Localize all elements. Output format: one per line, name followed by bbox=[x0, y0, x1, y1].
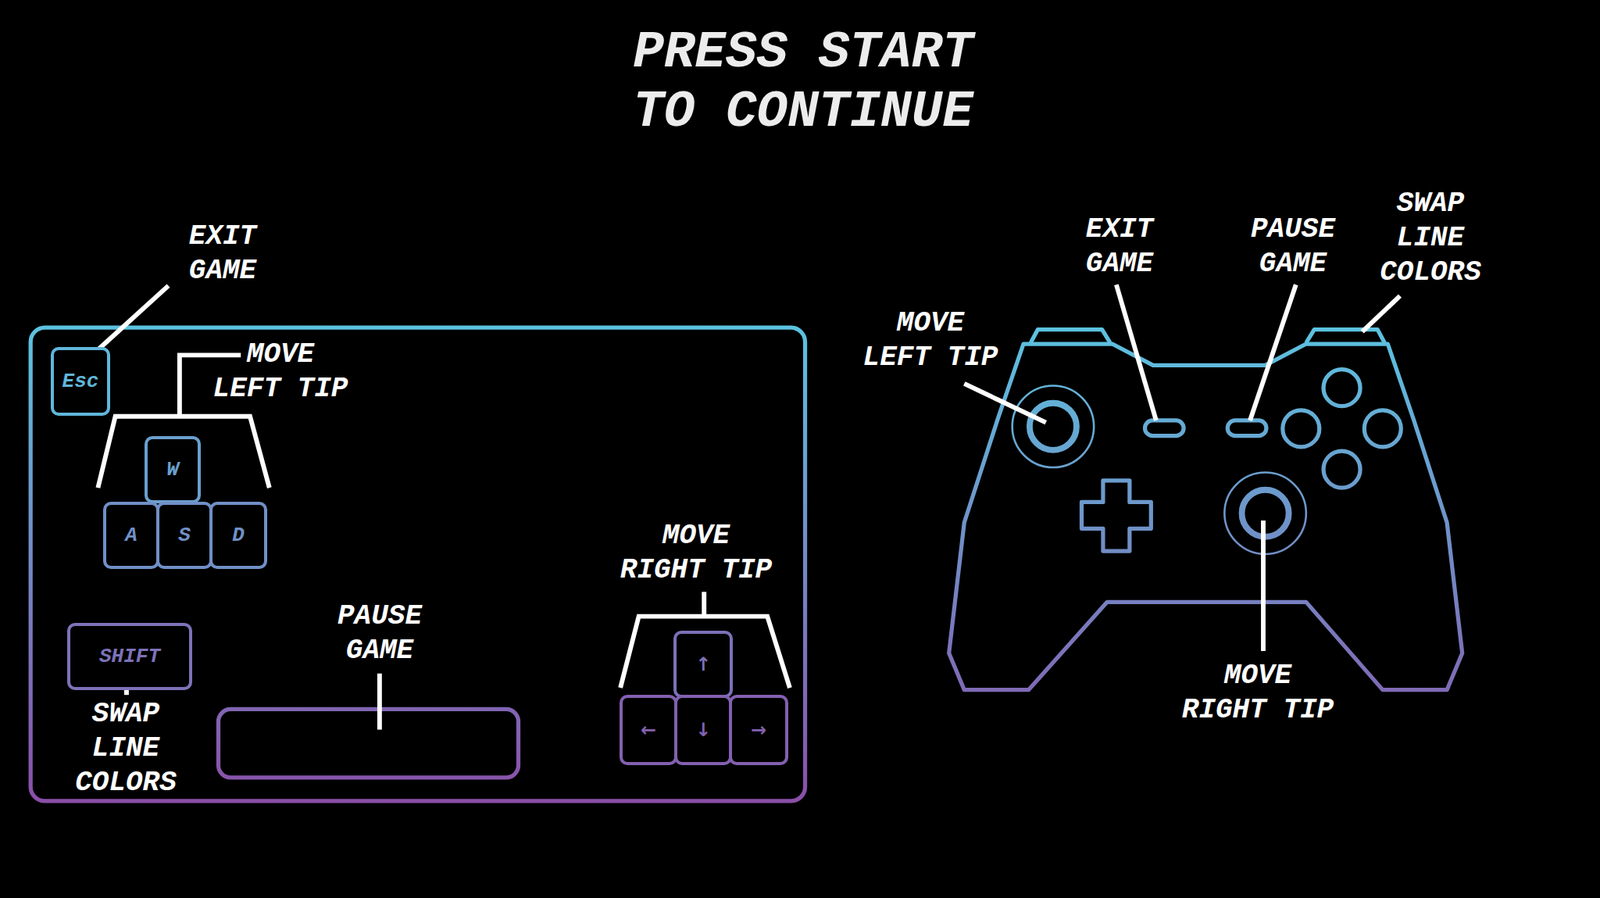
keyboard-key: ← bbox=[619, 694, 678, 765]
keyboard-key: → bbox=[728, 694, 789, 765]
keyboard-key: SHIFT bbox=[67, 622, 193, 690]
control-label: PAUSE GAME bbox=[1234, 212, 1352, 282]
key-label: W bbox=[166, 457, 179, 482]
keyboard-key: W bbox=[144, 435, 201, 504]
leader-line bbox=[124, 689, 129, 696]
keyboard-key: Esc bbox=[50, 346, 111, 416]
view-button bbox=[1144, 420, 1184, 436]
menu-button bbox=[1227, 420, 1267, 436]
keyboard-key: S bbox=[156, 501, 213, 569]
face-button bbox=[1323, 369, 1361, 407]
face-button bbox=[1364, 410, 1401, 447]
key-label: Esc bbox=[62, 369, 100, 393]
control-label: MOVE LEFT TIP bbox=[858, 306, 1003, 375]
controller-body bbox=[949, 343, 1463, 690]
keyboard-key: ↓ bbox=[674, 694, 733, 765]
key-label: ↑ bbox=[695, 653, 711, 675]
control-label: MOVE LEFT TIP bbox=[208, 337, 353, 407]
keyboard-panel bbox=[30, 327, 805, 801]
key-label: D bbox=[232, 523, 245, 547]
key-label: S bbox=[178, 523, 191, 547]
key-label: ← bbox=[640, 718, 657, 741]
keyboard-key: A bbox=[103, 501, 160, 569]
leader-line bbox=[1116, 284, 1157, 421]
control-label: MOVE RIGHT TIP bbox=[616, 518, 777, 588]
leader-line bbox=[1260, 520, 1266, 651]
left-stick bbox=[1029, 403, 1077, 450]
keyboard-key: D bbox=[209, 501, 268, 569]
control-label: EXIT GAME bbox=[1060, 212, 1179, 282]
right-bumper bbox=[1306, 329, 1386, 343]
leader-line bbox=[964, 383, 1046, 423]
face-button bbox=[1323, 450, 1361, 488]
face-button bbox=[1282, 410, 1320, 447]
bracket bbox=[701, 591, 707, 616]
d-pad bbox=[1081, 480, 1151, 551]
left-stick-ring bbox=[1012, 385, 1094, 468]
key-label: ↓ bbox=[695, 718, 711, 741]
title: PRESS START TO CONTINUE bbox=[607, 23, 999, 143]
keyboard-key: ↑ bbox=[673, 630, 733, 698]
leader-line bbox=[1362, 296, 1400, 333]
key-label: A bbox=[125, 523, 138, 547]
control-label: PAUSE GAME bbox=[321, 599, 439, 668]
space-bar bbox=[218, 708, 519, 777]
leader-line bbox=[377, 673, 383, 730]
control-label: SWAP LINE COLORS bbox=[1375, 186, 1486, 290]
control-label: SWAP LINE COLORS bbox=[71, 696, 181, 800]
left-bumper bbox=[1030, 329, 1111, 343]
control-label: MOVE RIGHT TIP bbox=[1178, 658, 1339, 728]
key-label: SHIFT bbox=[99, 644, 161, 668]
key-label: → bbox=[750, 718, 767, 741]
leader-line bbox=[1250, 284, 1297, 421]
control-label: EXIT GAME bbox=[164, 219, 282, 289]
